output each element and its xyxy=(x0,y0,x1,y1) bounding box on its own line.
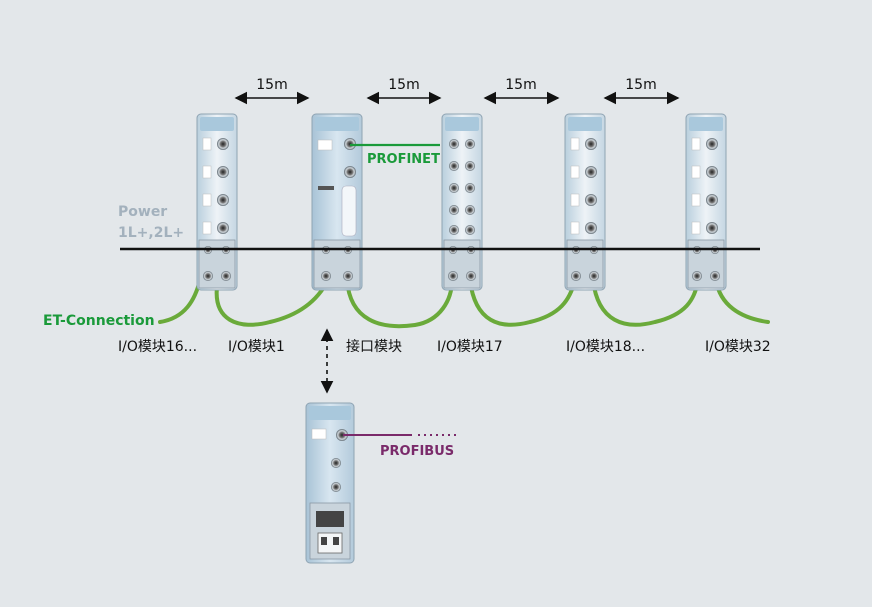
caption-io-module-16: I/O模块16... xyxy=(118,339,197,355)
caption-io-module-32: I/O模块32 xyxy=(705,339,771,355)
distance-markers: 15m 15m 15m 15m xyxy=(234,77,680,105)
io-module-16 xyxy=(196,113,238,291)
io-module-17 xyxy=(441,113,483,291)
distance-marker-3: 15m xyxy=(483,77,560,105)
io-module-18 xyxy=(564,113,606,291)
distance-marker-1: 15m xyxy=(234,77,310,105)
caption-io-module-18: I/O模块18... xyxy=(566,339,645,355)
et-connection-label: ET-Connection xyxy=(43,313,155,329)
distance-label-3: 15m xyxy=(505,77,536,93)
caption-io-module-1: I/O模块1 xyxy=(228,339,285,355)
et-connection-cables xyxy=(158,278,770,329)
interface-module-profibus xyxy=(305,402,355,564)
profinet-label: PROFINET xyxy=(367,152,440,167)
interface-module-profinet xyxy=(311,113,363,291)
distance-label-1: 15m xyxy=(256,77,287,93)
io-module-32 xyxy=(685,113,727,291)
power-sub-label: 1L+,2L+ xyxy=(118,225,184,241)
caption-interface-module: 接口模块 xyxy=(346,338,402,355)
distance-marker-4: 15m xyxy=(603,77,680,105)
distance-marker-2: 15m xyxy=(366,77,442,105)
distance-label-4: 15m xyxy=(625,77,656,93)
profibus-label: PROFIBUS xyxy=(380,444,454,459)
caption-io-module-17: I/O模块17 xyxy=(437,339,503,355)
module-captions: I/O模块16... I/O模块1 接口模块 I/O模块17 I/O模块18..… xyxy=(118,338,771,355)
power-label: Power xyxy=(118,204,167,220)
distance-label-2: 15m xyxy=(388,77,419,93)
